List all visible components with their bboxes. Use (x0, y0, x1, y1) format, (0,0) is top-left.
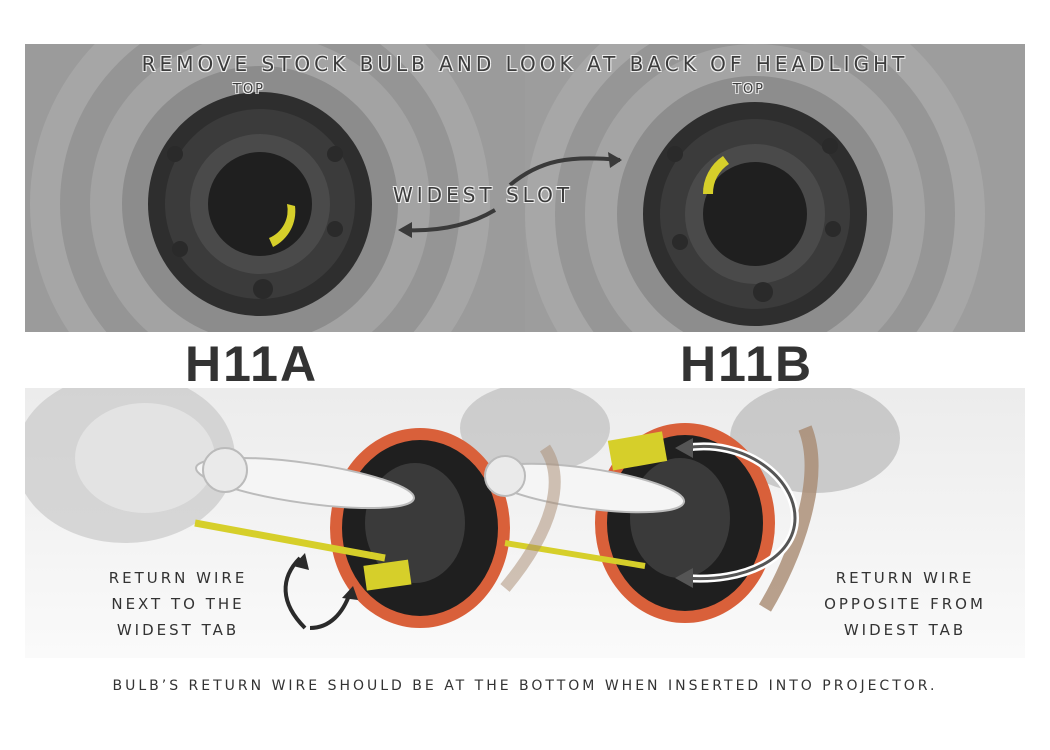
callout-h11b-line: WIDEST TAB (843, 621, 967, 639)
top-label-h11b: TOP (733, 82, 766, 97)
h11a-headlight-illustration (25, 44, 525, 332)
bulbs-illustration (25, 388, 1025, 658)
bulbs-photo (25, 388, 1025, 658)
widest-slot-arrows (398, 152, 622, 238)
callout-h11b-line: OPPOSITE FROM (824, 595, 986, 613)
callout-h11a-line: NEXT TO THE (111, 595, 245, 613)
callout-h11a-line: RETURN WIRE (108, 569, 248, 587)
callout-h11a-line: WIDEST TAB (116, 621, 240, 639)
callout-h11b: RETURN WIRE OPPOSITE FROM WIDEST TAB (795, 565, 1015, 643)
callout-h11b-line: RETURN WIRE (835, 569, 975, 587)
h11a-headlight-photo (25, 44, 525, 332)
footer-note: BULB’S RETURN WIRE SHOULD BE AT THE BOTT… (112, 678, 938, 694)
h11b-headlight-photo (525, 44, 1025, 332)
headline-text: REMOVE STOCK BULB AND LOOK AT BACK OF HE… (141, 52, 909, 76)
callout-h11a: RETURN WIRE NEXT TO THE WIDEST TAB (68, 565, 288, 643)
h11b-label: H11B (680, 336, 814, 392)
h11a-label: H11A (185, 336, 319, 392)
h11b-headlight-illustration (525, 44, 1025, 332)
widest-slot-label: WIDEST SLOT (393, 183, 574, 207)
top-label-h11a: TOP (233, 82, 266, 97)
